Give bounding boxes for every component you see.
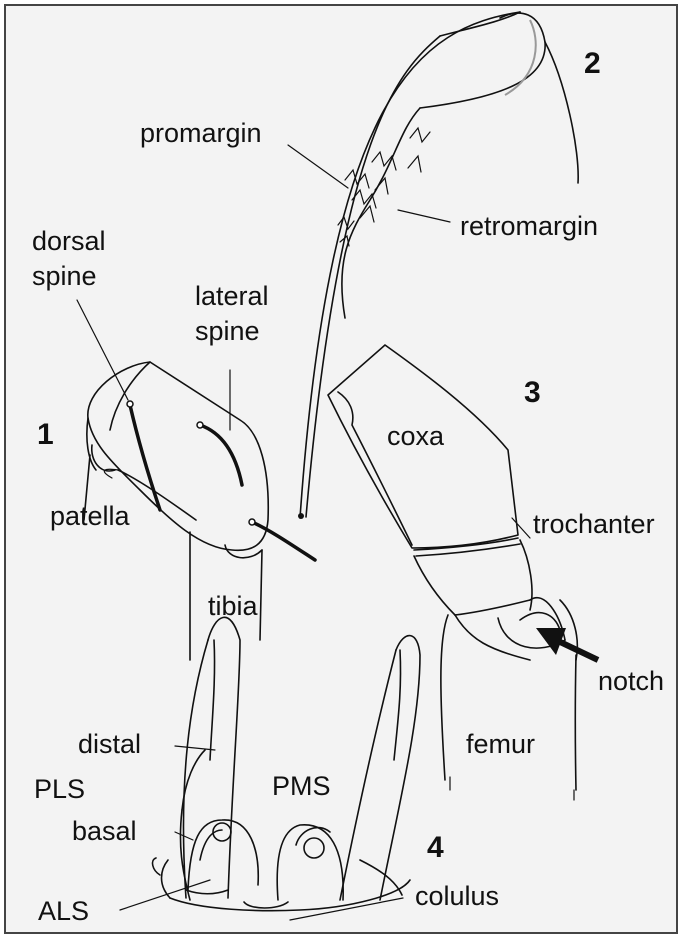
trochanter-leader bbox=[512, 518, 530, 538]
fig4-number: 4 bbox=[427, 831, 444, 864]
femur-label: femur bbox=[466, 729, 535, 759]
patella-label: patella bbox=[50, 501, 131, 531]
lateral-spine-label-line1: lateral bbox=[195, 281, 269, 311]
basal-label: basal bbox=[72, 816, 137, 846]
coxa-label: coxa bbox=[387, 421, 445, 451]
retromargin-label: retromargin bbox=[460, 211, 598, 241]
distal-label: distal bbox=[78, 729, 141, 759]
notch-label: notch bbox=[598, 666, 664, 696]
tibia-label: tibia bbox=[208, 591, 259, 621]
fig3-leg-base-drawing bbox=[328, 345, 577, 800]
dorsal-spine-label-line1: dorsal bbox=[32, 226, 106, 256]
pms-label: PMS bbox=[272, 771, 331, 801]
als-label: ALS bbox=[38, 896, 89, 926]
fig1-number: 1 bbox=[37, 418, 54, 451]
fig3-number: 3 bbox=[524, 376, 541, 409]
lateral-spine-label-line2: spine bbox=[195, 316, 260, 346]
dorsal-spine-label-line2: spine bbox=[32, 261, 97, 291]
fig4-spinnerets-drawing bbox=[153, 617, 420, 910]
pls-label: PLS bbox=[34, 774, 85, 804]
trochanter-label: trochanter bbox=[533, 509, 655, 539]
distal-leader bbox=[175, 746, 215, 750]
retromargin-leader bbox=[398, 210, 450, 222]
colulus-label: colulus bbox=[415, 881, 499, 911]
promargin-leader bbox=[288, 145, 348, 188]
promargin-label: promargin bbox=[140, 118, 262, 148]
fig2-number: 2 bbox=[584, 47, 601, 80]
